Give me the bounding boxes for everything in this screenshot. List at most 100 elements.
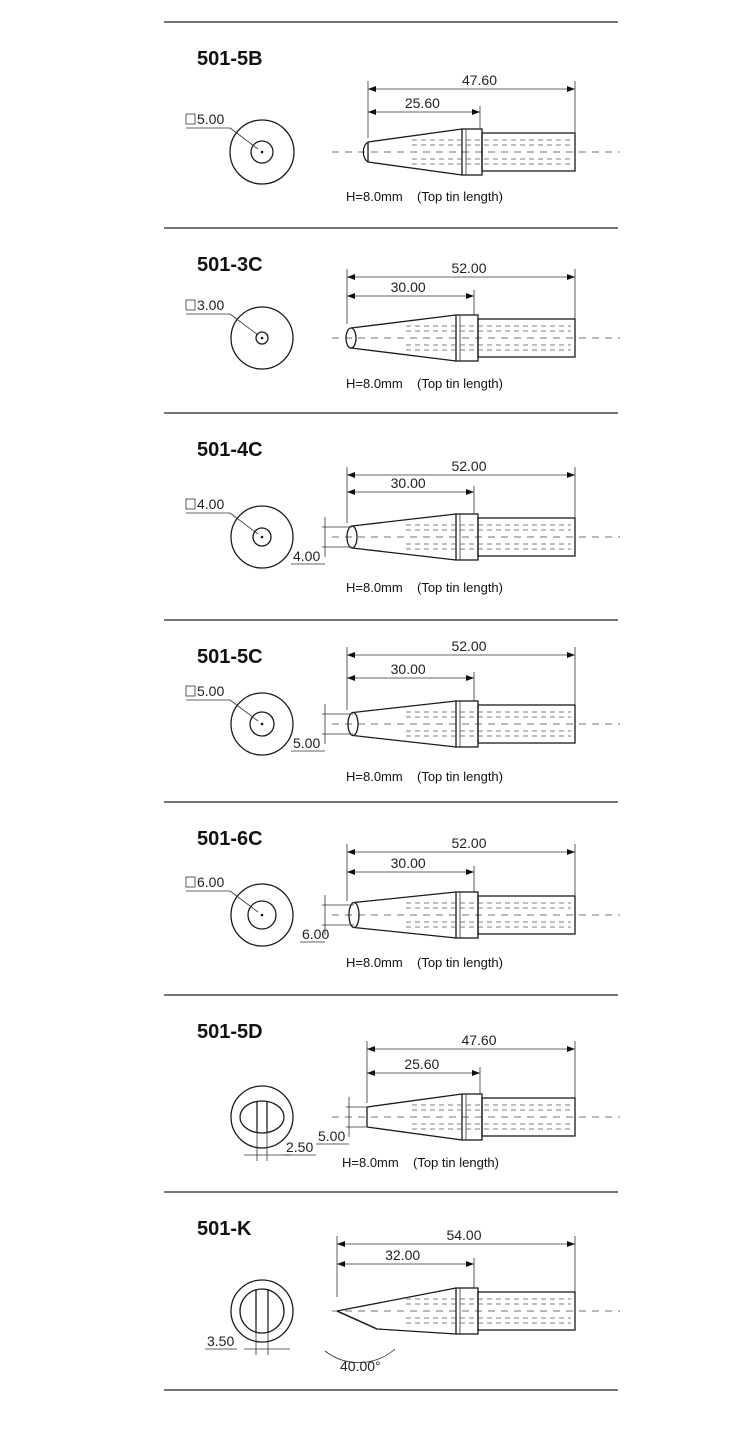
square-symbol (185, 299, 196, 311)
tin-length-caption: (Top tin length) (417, 769, 503, 784)
cone (350, 314, 457, 362)
cone (366, 1093, 463, 1141)
arrowhead (347, 652, 355, 658)
arrowhead (337, 1261, 345, 1267)
center-dot (260, 722, 264, 726)
collar (461, 128, 483, 176)
tin-length-value: H=8.0mm (346, 769, 403, 784)
overall-length-label: 52.00 (451, 260, 486, 276)
end-view-outer-circle (230, 883, 294, 947)
arrowhead (472, 109, 480, 115)
cone (351, 513, 457, 561)
arrowhead (466, 489, 474, 495)
leader-line (229, 512, 259, 535)
tin-length-value: H=8.0mm (346, 376, 403, 391)
leader-line (229, 699, 259, 722)
center-dot (260, 535, 264, 539)
end-view-oval (239, 1100, 285, 1134)
collar (455, 314, 479, 362)
arrowhead (567, 472, 575, 478)
diameter-label: 3.00 (197, 297, 224, 313)
end-view-outer-circle (230, 306, 294, 370)
cone (352, 700, 457, 748)
face-size-label: 5.00 (293, 735, 320, 751)
bevel-face (336, 1310, 378, 1330)
arrowhead (567, 86, 575, 92)
tip-model-title: 501-6C (197, 828, 263, 850)
cone-length-label: 30.00 (391, 855, 426, 871)
tip-model-title: 501-3C (197, 254, 263, 276)
arrowhead (567, 652, 575, 658)
tin-length-value: H=8.0mm (342, 1155, 399, 1170)
arrowhead (472, 1070, 480, 1076)
collar (455, 513, 479, 561)
arrowhead (347, 849, 355, 855)
cone-length-label: 32.00 (385, 1247, 420, 1263)
collar (455, 1287, 479, 1335)
tin-length-value: H=8.0mm (346, 189, 403, 204)
end-view-inner-circle (252, 527, 272, 547)
slot-width-label: 2.50 (286, 1139, 313, 1155)
arrowhead (567, 849, 575, 855)
face-size-label: 4.00 (293, 548, 320, 564)
cone-length-label: 30.00 (391, 475, 426, 491)
end-view-outer-circle (230, 692, 294, 756)
arrowhead (347, 489, 355, 495)
center-dot (260, 913, 264, 917)
tip-round (362, 141, 369, 163)
collar (455, 891, 479, 939)
arrowhead (347, 869, 355, 875)
tip-model-title: 501-K (197, 1218, 252, 1240)
tin-length-caption: (Top tin length) (417, 376, 503, 391)
center-dot (260, 150, 264, 154)
overall-length-label: 52.00 (451, 835, 486, 851)
arrowhead (567, 1046, 575, 1052)
cone (353, 891, 457, 939)
tip-501-5c: 501-5C 5.00 52.00 30.00 5.00H=8.0mm (Top tin … (185, 638, 620, 784)
cone-length-label: 30.00 (391, 279, 426, 295)
arrowhead (466, 869, 474, 875)
overall-length-label: 54.00 (446, 1227, 481, 1243)
tip-model-title: 501-5C (197, 646, 263, 668)
tip-face (345, 327, 357, 349)
cone-length-label: 25.60 (405, 95, 440, 111)
tin-length-caption: (Top tin length) (417, 580, 503, 595)
end-view-inner-circle (250, 140, 274, 164)
diameter-label: 6.00 (197, 874, 224, 890)
tip-model-title: 501-4C (197, 439, 263, 461)
arrowhead (567, 1241, 575, 1247)
square-symbol (185, 876, 196, 888)
arrowhead (347, 472, 355, 478)
center-dot (260, 336, 264, 340)
face-size-label: 5.00 (318, 1128, 345, 1144)
arrowhead (347, 293, 355, 299)
angle-arc (324, 1348, 396, 1363)
cone (367, 128, 463, 176)
slot-width-label: 3.50 (207, 1333, 234, 1349)
overall-length-label: 47.60 (462, 72, 497, 88)
tin-length-caption: (Top tin length) (417, 189, 503, 204)
diameter-label: 4.00 (197, 496, 224, 512)
square-symbol (185, 685, 196, 697)
arrowhead (567, 274, 575, 280)
cone-length-label: 25.60 (404, 1056, 439, 1072)
leader-line (229, 127, 259, 150)
end-view-inner-circle (255, 331, 269, 345)
collar (461, 1093, 483, 1141)
tin-length-value: H=8.0mm (346, 580, 403, 595)
arrowhead (466, 1261, 474, 1267)
diameter-label: 5.00 (197, 683, 224, 699)
arrowhead (347, 274, 355, 280)
cone-length-label: 30.00 (391, 661, 426, 677)
overall-length-label: 52.00 (451, 638, 486, 654)
face-size-label: 6.00 (302, 926, 329, 942)
tin-length-caption: (Top tin length) (417, 955, 503, 970)
end-view-outer-circle (229, 119, 295, 185)
tip-model-title: 501-5D (197, 1021, 263, 1043)
arrowhead (466, 293, 474, 299)
